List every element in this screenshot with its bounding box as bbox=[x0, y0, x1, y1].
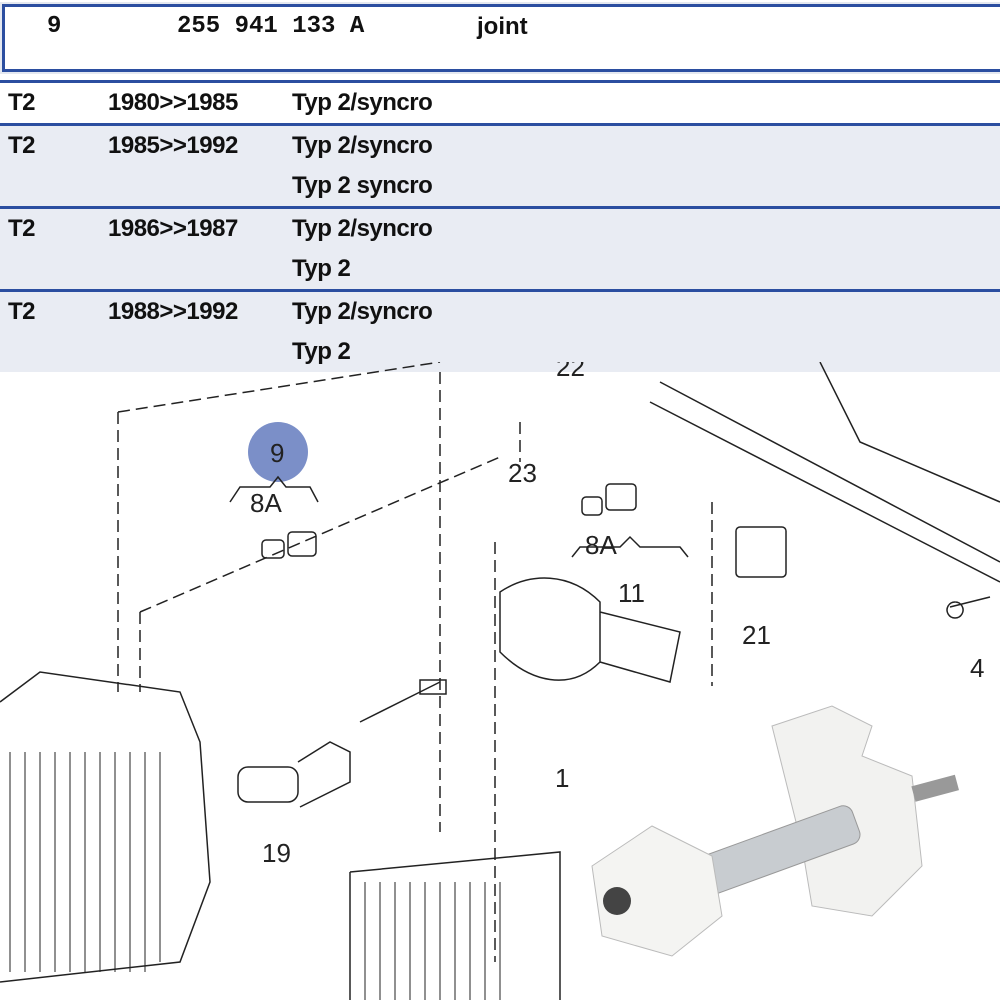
callout-8a: 8A bbox=[250, 488, 282, 518]
table-row: T2 1986>>1987 Typ 2/syncro Typ 2 bbox=[0, 206, 1000, 289]
callout-22: 22 bbox=[556, 362, 585, 382]
table-row: T2 1988>>1992 Typ 2/syncro Typ 2 bbox=[0, 289, 1000, 372]
model: T2 bbox=[8, 132, 36, 159]
callout-21: 21 bbox=[742, 620, 771, 650]
product-photo bbox=[572, 686, 1000, 1000]
callout-11: 11 bbox=[618, 578, 645, 608]
part-position: 9 bbox=[47, 13, 62, 40]
callout-23: 23 bbox=[508, 458, 537, 488]
years: 1980>>1985 bbox=[108, 89, 238, 116]
model: T2 bbox=[8, 298, 36, 325]
callout-9: 9 bbox=[270, 438, 284, 468]
callout-1: 1 bbox=[555, 763, 569, 793]
part-number: 255 941 133 A bbox=[177, 13, 365, 40]
callout-19: 19 bbox=[262, 838, 291, 868]
part-header: 9 255 941 133 A joint bbox=[2, 4, 1000, 72]
type: Typ 2 syncro bbox=[292, 172, 433, 199]
table-row: T2 1985>>1992 Typ 2/syncro Typ 2 syncro bbox=[0, 126, 1000, 206]
years: 1988>>1992 bbox=[108, 298, 238, 325]
type: Typ 2 bbox=[292, 338, 351, 365]
callout-4: 4 bbox=[970, 653, 984, 683]
type: Typ 2/syncro bbox=[292, 89, 433, 116]
table-row: T2 1980>>1985 Typ 2/syncro bbox=[0, 80, 1000, 126]
years: 1986>>1987 bbox=[108, 215, 238, 242]
model: T2 bbox=[8, 215, 36, 242]
type: Typ 2 bbox=[292, 255, 351, 282]
part-description: joint bbox=[477, 13, 528, 40]
type: Typ 2/syncro bbox=[292, 132, 433, 159]
highlight-marker bbox=[248, 422, 308, 482]
type: Typ 2/syncro bbox=[292, 298, 433, 325]
type: Typ 2/syncro bbox=[292, 215, 433, 242]
years: 1985>>1992 bbox=[108, 132, 238, 159]
callout-8a-2: 8A bbox=[585, 530, 617, 560]
model: T2 bbox=[8, 89, 36, 116]
parts-diagram: 9 8A 23 22 8A 11 21 4 19 1 bbox=[0, 362, 1000, 1000]
diagram-labels: 9 8A 23 22 8A 11 21 4 19 1 bbox=[250, 362, 984, 868]
